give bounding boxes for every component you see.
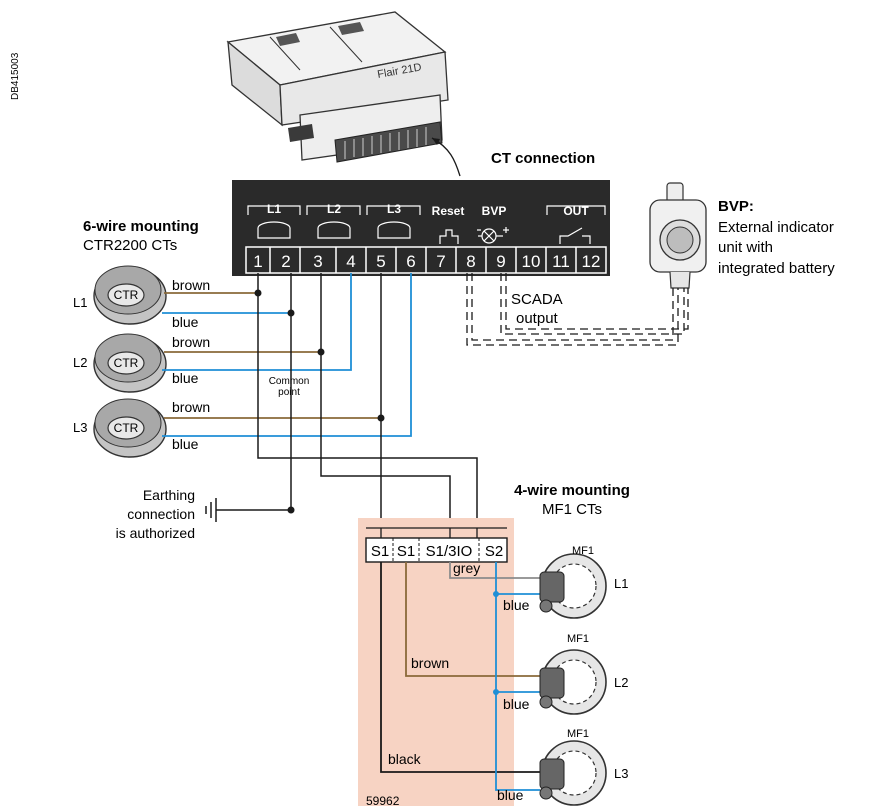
four-wire-title: 4-wire mounting bbox=[514, 482, 630, 499]
mf1-terminal-block: S1 S1 S1/3IO S2 bbox=[365, 527, 508, 563]
terminal-7: 7 bbox=[436, 252, 445, 271]
wire-label-black-mf1: black bbox=[388, 751, 422, 767]
terminal-boxes bbox=[245, 246, 607, 274]
wire-label-brown-l2: brown bbox=[172, 334, 210, 350]
terminal-9: 9 bbox=[496, 252, 505, 271]
ct-connection-title: CT connection bbox=[491, 150, 595, 167]
earthing-line-2: connection bbox=[127, 506, 195, 522]
group-label-l3: L3 bbox=[387, 202, 401, 216]
mf1-ct-l1: MF1 L1 bbox=[539, 545, 628, 619]
bvp-desc-line-1: External indicator bbox=[718, 219, 834, 236]
wire-label-blue-mf1-l2: blue bbox=[503, 696, 530, 712]
group-label-reset: Reset bbox=[432, 204, 465, 218]
group-label-out: OUT bbox=[563, 204, 589, 218]
common-point-line-1: Common bbox=[269, 376, 310, 387]
mf1-terminal-s2: S2 bbox=[485, 543, 503, 560]
terminal-3: 3 bbox=[313, 252, 322, 271]
terminal-group-brackets bbox=[247, 205, 606, 215]
phase-label-l3: L3 bbox=[73, 420, 87, 435]
wire-label-grey: grey bbox=[453, 560, 480, 576]
mf1-ct-l3: MF1 L3 bbox=[539, 728, 628, 806]
group-label-l2: L2 bbox=[327, 202, 341, 216]
scada-line-1: SCADA bbox=[511, 291, 563, 308]
four-wire-wires bbox=[380, 562, 540, 791]
mf1-phase-l1: L1 bbox=[614, 576, 628, 591]
wire-label-blue-l2: blue bbox=[172, 370, 199, 386]
bvp-indicator-illustration bbox=[649, 182, 707, 289]
mf1-phase-l3: L3 bbox=[614, 766, 628, 781]
mf1-ct-l2: MF1 L2 bbox=[539, 633, 628, 715]
wire-label-brown-l3: brown bbox=[172, 399, 210, 415]
terminal-6: 6 bbox=[406, 252, 415, 271]
terminal-8: 8 bbox=[466, 252, 475, 271]
wire-label-blue-l1: blue bbox=[172, 314, 199, 330]
mf1-terminal-s1-a: S1 bbox=[371, 543, 389, 560]
phase-label-l1: L1 bbox=[73, 295, 87, 310]
mf1-label-l3: MF1 bbox=[567, 728, 589, 740]
arrowhead-icon bbox=[432, 138, 440, 145]
terminal-1: 1 bbox=[253, 252, 262, 271]
bvp-desc-line-2: unit with bbox=[718, 239, 773, 256]
terminal-numbers: 1 2 3 4 5 6 7 8 9 10 11 12 bbox=[253, 252, 600, 271]
mf1-label-l2: MF1 bbox=[567, 633, 589, 645]
wire-label-blue-mf1-l3: blue bbox=[497, 787, 524, 803]
terminal-12: 12 bbox=[582, 252, 601, 271]
terminal-11: 11 bbox=[552, 252, 570, 271]
highlight-region bbox=[358, 518, 514, 806]
ctr-label-l1: CTR bbox=[114, 288, 139, 302]
ctr-label-l2: CTR bbox=[114, 356, 139, 370]
ct-input-symbols bbox=[257, 221, 411, 239]
wire-label-blue-mf1-l1: blue bbox=[503, 597, 530, 613]
ctr-label-l3: CTR bbox=[114, 421, 139, 435]
six-wire-subtitle: CTR2200 CTs bbox=[83, 237, 177, 254]
terminal-10: 10 bbox=[522, 252, 541, 271]
mf1-terminal-s1-b: S1 bbox=[397, 543, 415, 560]
common-point-line-2: point bbox=[278, 387, 300, 398]
phase-label-l2: L2 bbox=[73, 355, 87, 370]
terminal-2: 2 bbox=[281, 252, 290, 271]
earthing-line-1: Earthing bbox=[143, 487, 195, 503]
ctr-ct-l2: CTR bbox=[93, 333, 167, 393]
wire-label-blue-l3: blue bbox=[172, 436, 199, 452]
terminal-4: 4 bbox=[346, 252, 355, 271]
flair-21d-device-illustration: Flair 21D bbox=[226, 11, 449, 163]
bvp-lamp-icon bbox=[477, 227, 509, 244]
wire-label-brown-mf1: brown bbox=[411, 655, 449, 671]
four-wire-junction-dots bbox=[493, 591, 499, 695]
junction-dots bbox=[254, 289, 385, 514]
six-wire-wires bbox=[162, 273, 412, 437]
group-label-bvp: BVP bbox=[482, 204, 507, 218]
earth-ground-icon bbox=[205, 498, 291, 522]
wire-label-brown-l1: brown bbox=[172, 277, 210, 293]
mf1-label-l1: MF1 bbox=[572, 545, 594, 557]
doc-id: DB415003 bbox=[10, 52, 21, 100]
earthing-line-3: is authorized bbox=[116, 525, 195, 541]
mf1-phase-l2: L2 bbox=[614, 675, 628, 690]
bvp-dashed-wiring bbox=[466, 273, 689, 346]
mf1-terminal-s1-3io: S1/3IO bbox=[426, 543, 473, 560]
ctr-ct-l3: CTR bbox=[93, 398, 167, 458]
terminal-5: 5 bbox=[376, 252, 385, 271]
bvp-title: BVP: bbox=[718, 198, 754, 215]
ctr-ct-l1: CTR bbox=[93, 265, 167, 325]
scada-line-2: output bbox=[516, 310, 559, 327]
terminal-panel bbox=[232, 180, 610, 276]
output-relay-icon bbox=[559, 227, 591, 244]
six-wire-color-labels: brown blue brown blue brown blue bbox=[172, 277, 210, 452]
group-label-l1: L1 bbox=[267, 202, 281, 216]
reset-switch-icon bbox=[439, 229, 459, 244]
bvp-desc-line-3: integrated battery bbox=[718, 260, 835, 277]
six-wire-title: 6-wire mounting bbox=[83, 218, 199, 235]
four-wire-subtitle: MF1 CTs bbox=[542, 501, 602, 518]
part-number: 59962 bbox=[366, 794, 400, 808]
four-wire-color-labels: grey blue brown blue black blue bbox=[388, 560, 530, 803]
